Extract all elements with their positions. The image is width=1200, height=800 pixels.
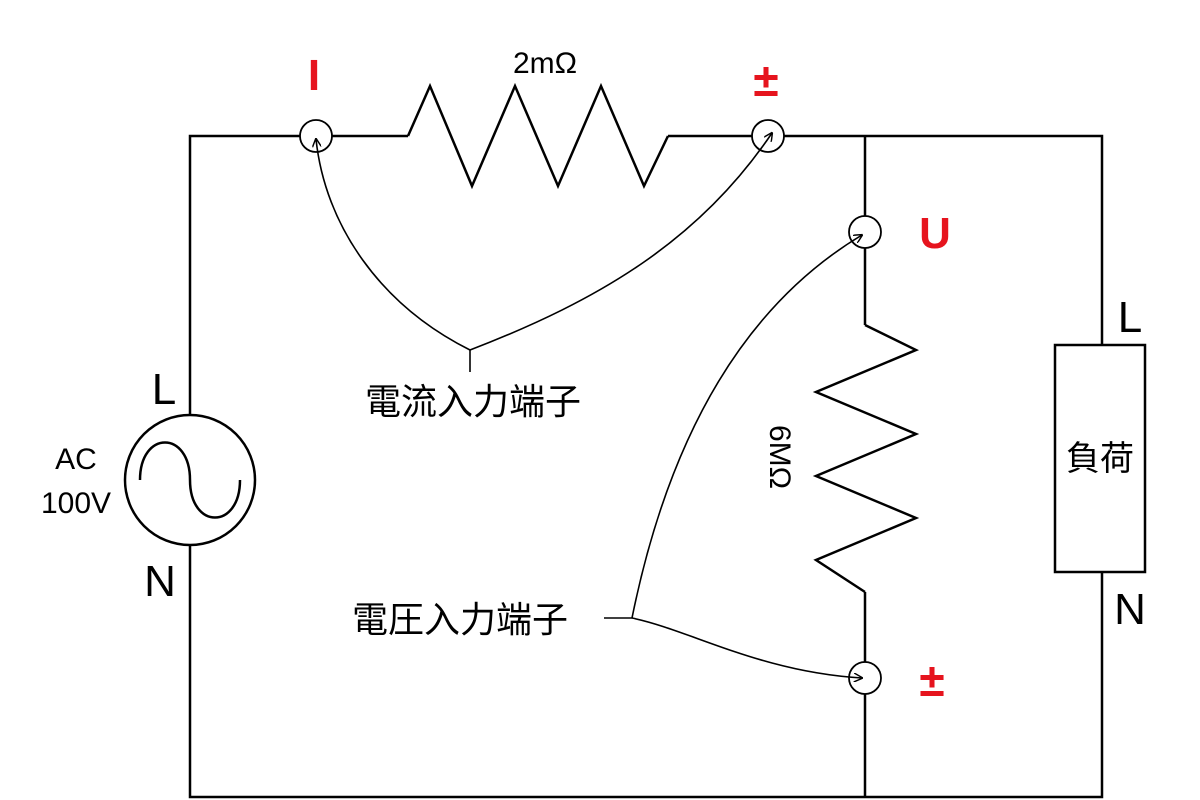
terminal-u [848, 215, 882, 249]
wire-source-bottom [188, 545, 1104, 799]
leader-voltage-to-u [631, 235, 862, 619]
shunt-resistor [406, 82, 670, 190]
leader-current-to-i [316, 139, 471, 351]
load-l-label: L [1118, 293, 1142, 342]
voltage-input-terminal-label: 電圧入力端子 [352, 599, 568, 640]
sine-wave-icon [138, 441, 242, 519]
shunt-resistor-label: 2mΩ [513, 47, 577, 80]
voltage-divider-resistor [812, 323, 920, 594]
wire-source-top [188, 134, 300, 415]
source-n-label: N [144, 557, 176, 606]
terminal-u-label: U [919, 209, 951, 258]
terminal-pm-top [751, 119, 785, 153]
load-box [1053, 343, 1147, 574]
source-l-label: L [152, 365, 176, 414]
load-n-label: N [1114, 585, 1146, 634]
voltage-resistor-label: 6MΩ [763, 425, 796, 489]
ac-source [123, 413, 257, 547]
terminal-i-label: I [308, 51, 320, 100]
load-label: 負荷 [1066, 440, 1134, 478]
terminal-i [299, 119, 333, 153]
leader-voltage-to-pm [631, 617, 862, 678]
source-voltage-label: 100V [41, 487, 111, 520]
source-ac-label: AC [55, 443, 97, 476]
current-input-terminal-label: 電流入力端子 [365, 381, 581, 422]
terminal-pm-bottom-label: ± [919, 654, 944, 706]
leader-current-to-pm [469, 133, 772, 351]
wire-top-right [784, 134, 1104, 345]
terminal-pm-top-label: ± [753, 54, 778, 106]
terminal-pm-bottom [848, 661, 882, 695]
